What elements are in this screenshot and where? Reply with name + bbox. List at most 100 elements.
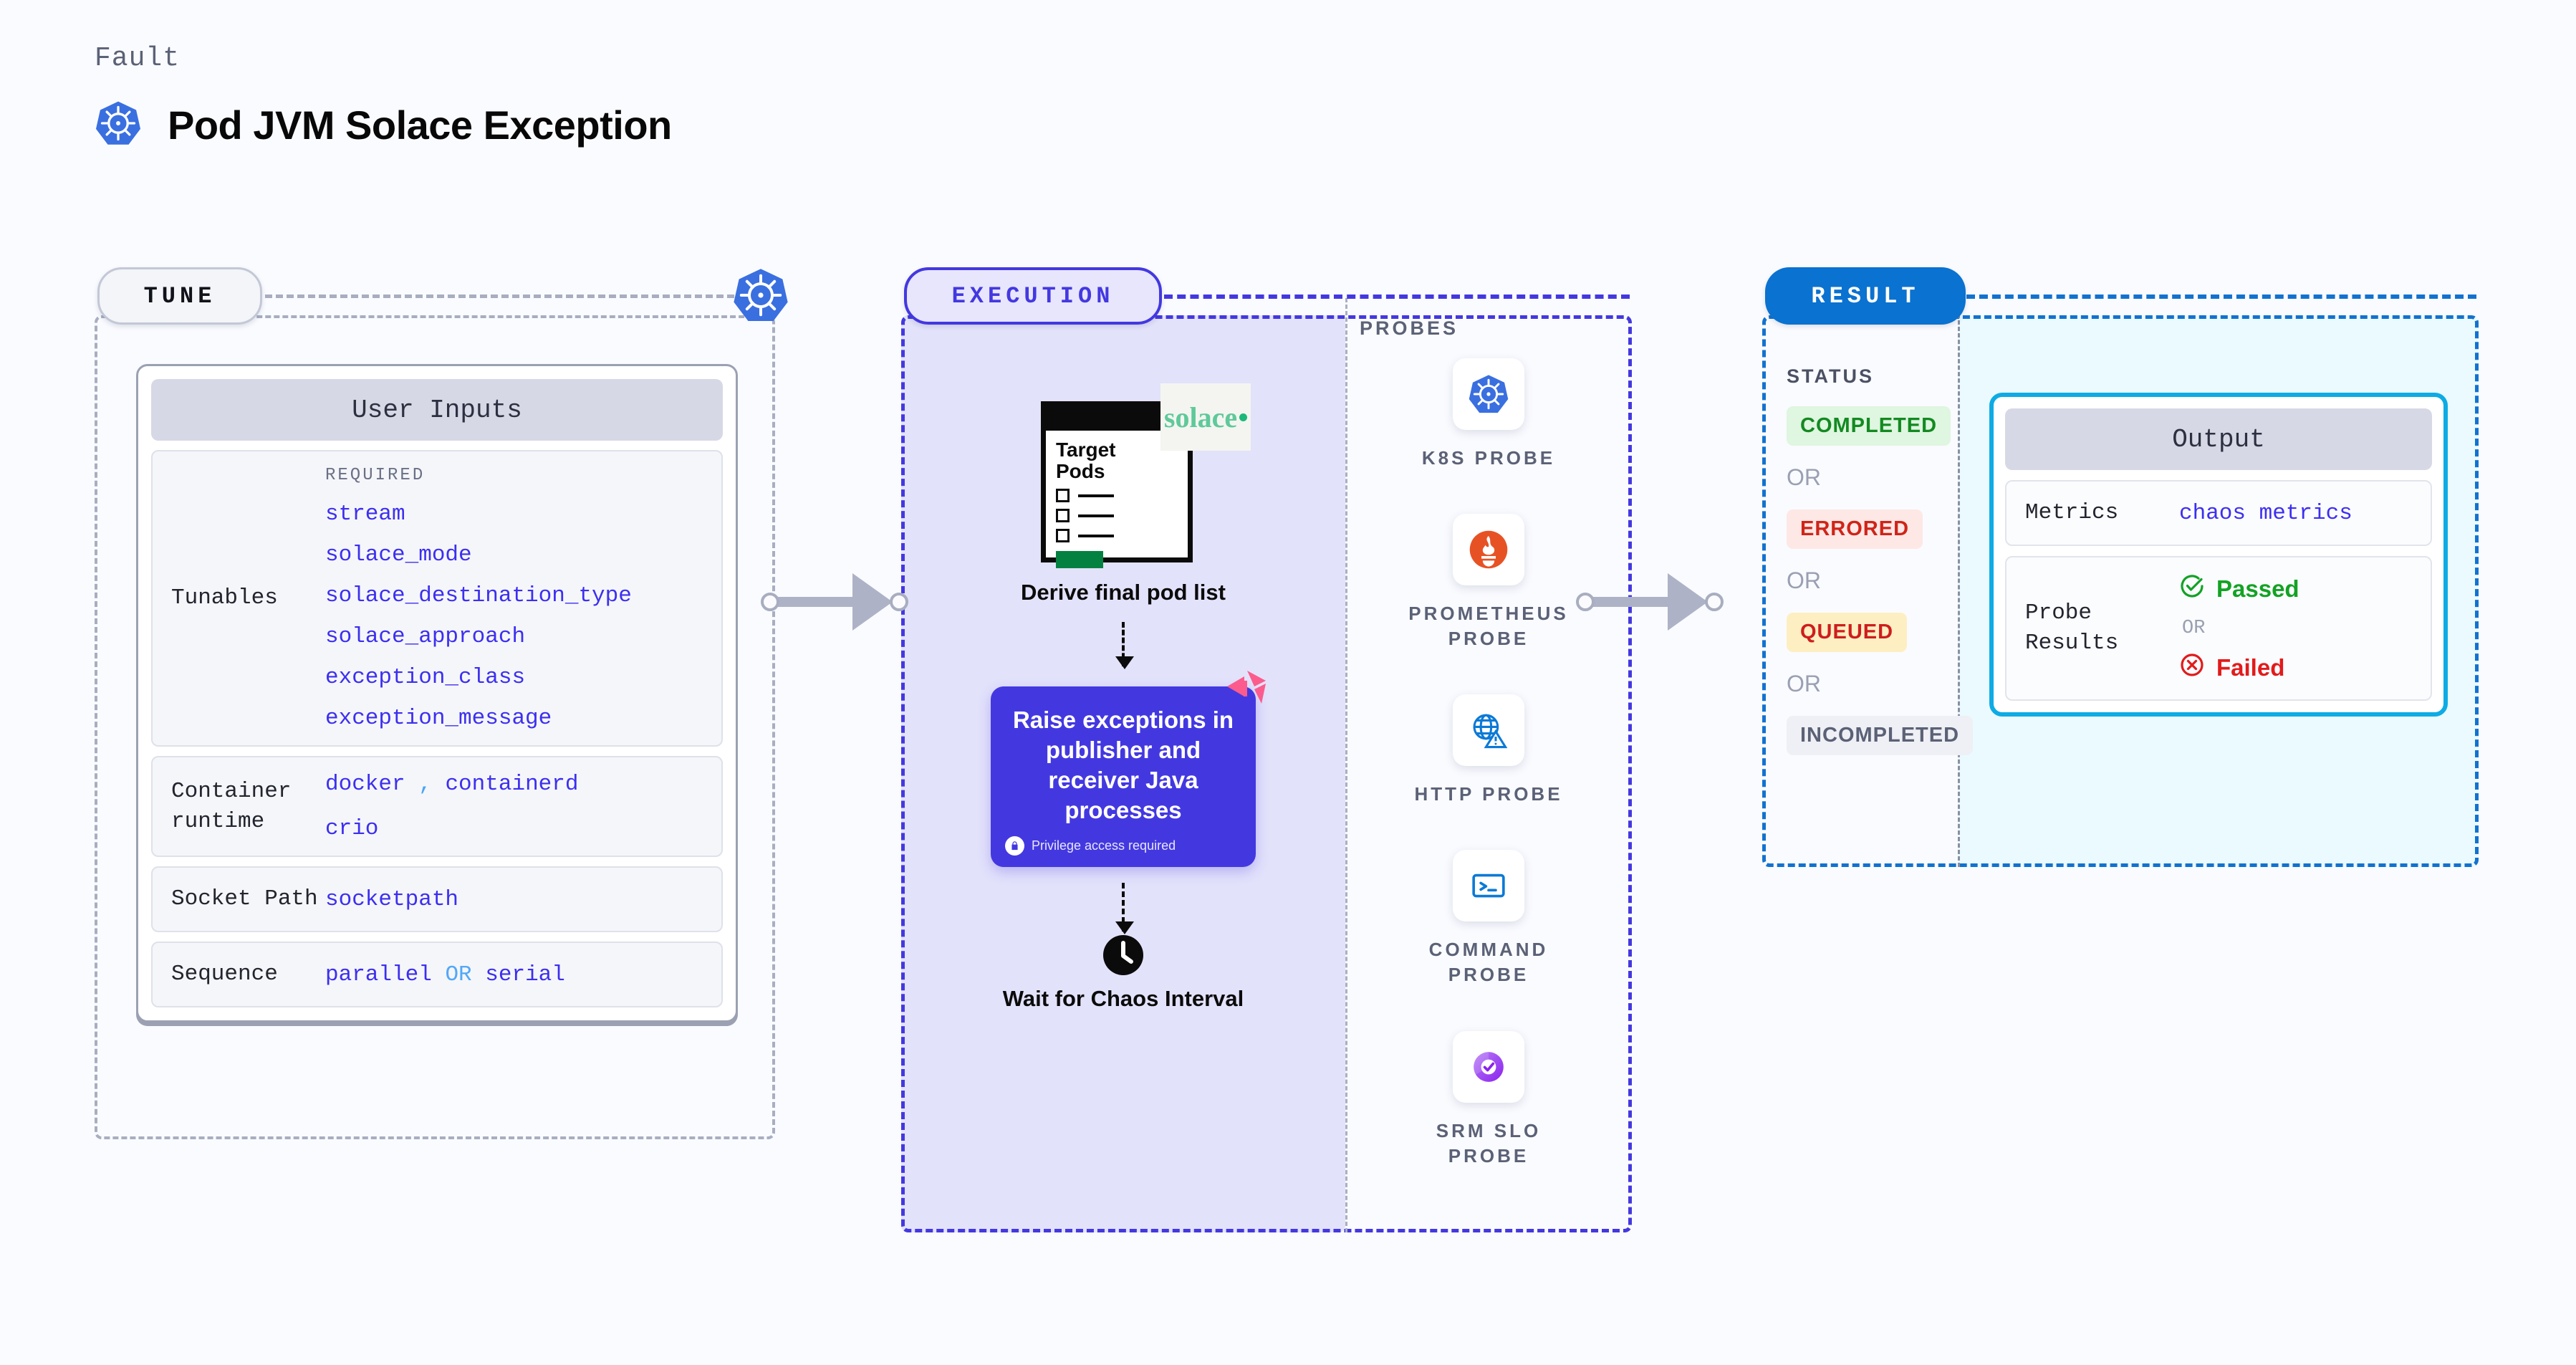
clock-icon (1102, 934, 1144, 976)
sequence-serial[interactable]: serial (485, 962, 565, 987)
runtime-docker[interactable]: docker (325, 772, 405, 797)
page-title: Pod JVM Solace Exception (168, 102, 672, 148)
kubernetes-icon (732, 267, 789, 324)
privilege-note-text: Privilege access required (1032, 838, 1176, 853)
probe-item-prometheus[interactable]: PROMETHEUS PROBE (1399, 514, 1578, 651)
runtime-containerd[interactable]: containerd (445, 772, 579, 797)
pod-list-title-line2: Pods (1056, 460, 1105, 483)
status-or-label: OR (1787, 464, 1821, 490)
x-circle-icon (2179, 652, 2205, 684)
checkbox-icon (1056, 509, 1070, 523)
kubernetes-icon (1453, 358, 1524, 430)
tune-row-values: REQUIRED stream solace_mode solace_desti… (325, 467, 632, 731)
flow-arrow-down (1115, 882, 1134, 934)
probes-list: K8S PROBE PROMETHEUS PROBE (1345, 358, 1632, 1169)
status-badge-queued: QUEUED (1787, 613, 1908, 652)
probe-result-passed: Passed (2179, 573, 2299, 605)
tune-to-execution-connector (761, 570, 908, 634)
solace-logo-dot (1239, 413, 1248, 421)
placeholder-line (1078, 534, 1114, 537)
probe-label: SRM SLO PROBE (1436, 1119, 1542, 1167)
execution-action-card: Raise exceptions in publisher and receiv… (991, 670, 1266, 867)
tune-row-values: parallel OR serial (325, 964, 565, 986)
probe-result-passed-label: Passed (2216, 575, 2299, 602)
execution-stage-pill[interactable]: EXECUTION (904, 267, 1162, 325)
execution-connector-line (1164, 294, 1630, 299)
value-separator: , (418, 772, 432, 797)
solace-logo: solace (1160, 383, 1251, 451)
tunable-exception-message[interactable]: exception_message (325, 706, 552, 731)
result-stage-pill[interactable]: RESULT (1765, 267, 1966, 325)
execution-steps-column: Target Pods solace Derive final pod list… (901, 337, 1345, 1012)
tune-row-container-runtime: Container runtime docker , containerd cr… (151, 756, 723, 857)
connector-node (890, 593, 908, 611)
output-card-title: Output (2005, 408, 2432, 470)
status-or-label: OR (1787, 567, 1821, 593)
probe-label: K8S PROBE (1421, 447, 1556, 469)
connector-node (1705, 593, 1724, 611)
target-pods-illustration: Target Pods solace (1041, 383, 1251, 569)
checkbox-icon (1056, 489, 1070, 503)
probe-item-command[interactable]: COMMAND PROBE (1399, 850, 1578, 987)
terminal-icon (1453, 850, 1524, 922)
http-globe-warning-icon (1453, 694, 1524, 767)
runtime-crio[interactable]: crio (325, 816, 379, 841)
value-separator: OR (445, 962, 472, 987)
privilege-note: Privilege access required (1005, 835, 1241, 856)
flow-arrow-down (1115, 621, 1134, 669)
tune-row-values: socketpath (325, 889, 458, 911)
check-circle-icon (2179, 573, 2205, 605)
title-row: Pod JVM Solace Exception (95, 100, 672, 150)
kubernetes-icon (95, 100, 142, 150)
user-inputs-title: User Inputs (151, 379, 723, 441)
tune-row-sequence: Sequence parallel OR serial (151, 942, 723, 1007)
probe-result-or-label: OR (2182, 618, 2206, 639)
tune-stage-pill[interactable]: TUNE (97, 267, 262, 325)
probe-item-k8s[interactable]: K8S PROBE (1399, 358, 1578, 471)
probes-divider (1345, 298, 1347, 1232)
action-card-title: Raise exceptions in publisher and receiv… (1012, 706, 1234, 824)
output-row-metrics: Metrics chaos metrics (2005, 480, 2432, 546)
tune-row-values: docker , containerd crio (325, 773, 578, 840)
execution-stage-container (901, 315, 1632, 1232)
probes-section-title: PROBES (1360, 317, 1459, 339)
probe-item-srm-slo[interactable]: SRM SLO PROBE (1399, 1030, 1578, 1169)
tune-row-label: Tunables (171, 585, 278, 611)
user-inputs-card: User Inputs Tunables REQUIRED stream sol… (136, 364, 738, 1022)
connector-arrowhead (852, 573, 893, 631)
probe-result-failed-label: Failed (2216, 654, 2285, 681)
tunable-solace-destination-type[interactable]: solace_destination_type (325, 583, 632, 608)
output-row-label: Metrics (2025, 500, 2119, 526)
placeholder-line (1078, 494, 1114, 497)
result-status-column: STATUS COMPLETED OR ERRORED OR QUEUED OR… (1787, 365, 1974, 755)
checkbox-icon (1056, 529, 1070, 543)
sequence-parallel[interactable]: parallel (325, 962, 432, 987)
result-divider (1958, 301, 1960, 867)
pod-list-body: Target Pods (1046, 431, 1188, 569)
connector-shaft (778, 597, 857, 607)
tunable-stream[interactable]: stream (325, 502, 405, 527)
eyebrow-label: Fault (95, 43, 181, 74)
connector-shaft (1593, 597, 1672, 607)
page-header: Fault Pod JVM Solace Exception (95, 43, 672, 150)
output-row-label: Probe Results (2025, 600, 2119, 656)
tune-connector-line (265, 294, 766, 298)
socketpath-value[interactable]: socketpath (325, 886, 459, 912)
execution-to-result-connector (1576, 570, 1724, 634)
status-section-title: STATUS (1787, 365, 1874, 387)
status-badge-completed: COMPLETED (1787, 406, 1951, 446)
tunable-solace-approach[interactable]: solace_approach (325, 624, 526, 649)
connector-node (761, 593, 779, 611)
tune-row-label: Container runtime (171, 778, 292, 834)
chaos-metrics-value[interactable]: chaos metrics (2179, 500, 2352, 526)
probe-results-values: Passed OR Failed (2179, 573, 2299, 684)
step-caption-wait-interval: Wait for Chaos Interval (1002, 985, 1244, 1011)
probe-item-http[interactable]: HTTP PROBE (1399, 694, 1578, 807)
probe-label: COMMAND PROBE (1428, 939, 1549, 986)
tunable-solace-mode[interactable]: solace_mode (325, 542, 472, 567)
result-connector-line (1966, 294, 2476, 299)
tunable-exception-class[interactable]: exception_class (325, 665, 526, 690)
pod-list-item (1056, 529, 1178, 543)
result-stage-container (1762, 315, 2479, 867)
tune-row-label: Socket Path (171, 886, 318, 912)
